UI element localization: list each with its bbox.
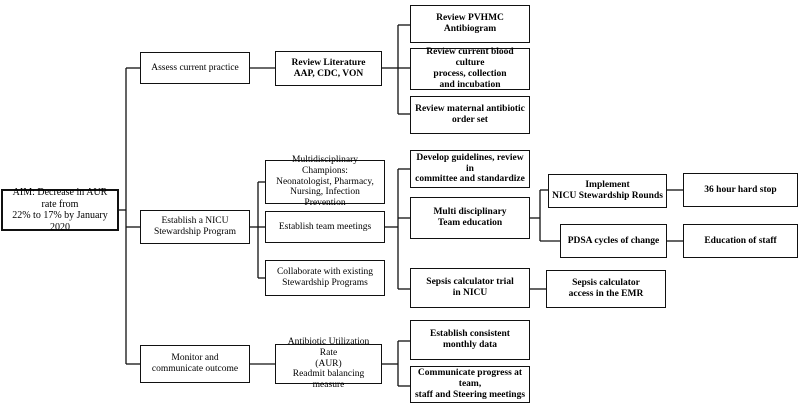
communicate-progress-box: Communicate progress at team, staff and … bbox=[410, 366, 530, 403]
develop-guidelines-box: Develop guidelines, review in committee … bbox=[410, 150, 530, 188]
antibiotic-utilization-rate-box: Antibiotic Utilization Rate (AUR) Readmi… bbox=[275, 337, 382, 390]
establish-monthly-data-box: Establish consistent monthly data bbox=[410, 320, 530, 360]
sepsis-calculator-emr-box: Sepsis calculator access in the EMR bbox=[546, 270, 666, 308]
assess-current-practice-box: Assess current practice bbox=[140, 52, 250, 84]
review-maternal-order-set-box: Review maternal antibiotic order set bbox=[410, 96, 530, 134]
collaborate-stewardship-box: Collaborate with existing Stewardship Pr… bbox=[265, 260, 385, 296]
team-education-box: Multi disciplinary Team education bbox=[410, 197, 530, 239]
multidisciplinary-champions-box: Multidisciplinary Champions: Neonatologi… bbox=[265, 155, 385, 208]
monitor-outcome-box: Monitor and communicate outcome bbox=[140, 345, 250, 383]
implement-stewardship-rounds-box: Implement NICU Stewardship Rounds bbox=[548, 174, 667, 208]
sepsis-calculator-trial-box: Sepsis calculator trial in NICU bbox=[410, 268, 530, 308]
pdsa-cycles-box: PDSA cycles of change bbox=[560, 224, 667, 258]
aim-box: AIM: Decrease in AUR rate from 22% to 17… bbox=[1, 187, 119, 233]
establish-nicu-program-box: Establish a NICU Stewardship Program bbox=[140, 210, 250, 244]
review-antibiogram-box: Review PVHMC Antibiogram bbox=[410, 5, 530, 43]
hard-stop-box: 36 hour hard stop bbox=[683, 173, 798, 207]
review-blood-culture-box: Review current blood culture process, co… bbox=[410, 47, 530, 90]
establish-team-meetings-box: Establish team meetings bbox=[265, 211, 385, 243]
education-of-staff-box: Education of staff bbox=[683, 224, 798, 258]
review-literature-box: Review Literature AAP, CDC, VON bbox=[275, 51, 382, 86]
